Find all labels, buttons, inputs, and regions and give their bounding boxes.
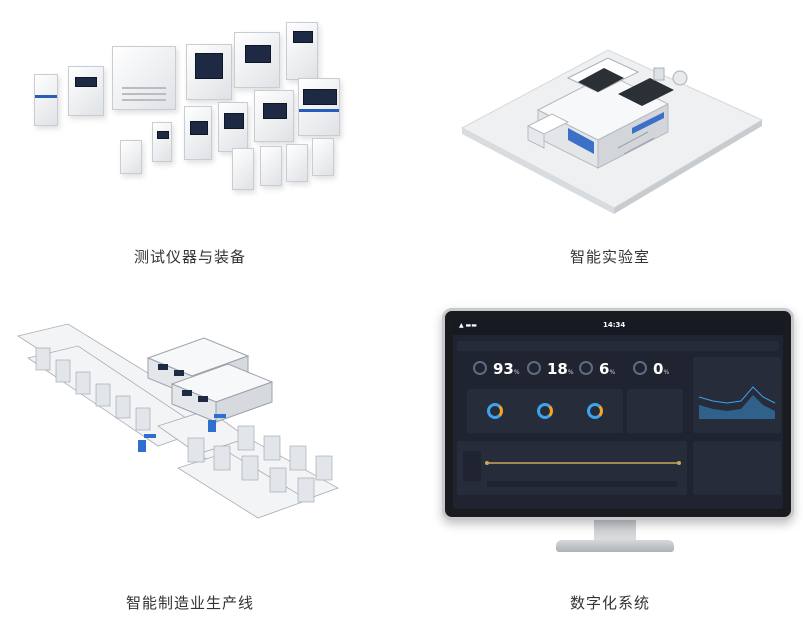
kpi-4: 0%: [633, 359, 683, 379]
kpi-2-value: 18: [547, 360, 568, 378]
dashboard-logo: ▲ ▬▬: [459, 322, 477, 329]
caption-production-line: 智能制造业生产线: [125, 594, 254, 612]
dashboard-clock: 14:34: [603, 321, 626, 329]
monitor-stand-base: [556, 540, 674, 552]
area-chart-panel: [693, 357, 781, 433]
kpi-2-unit: %: [567, 369, 574, 376]
production-line-image: [8, 318, 378, 528]
dashboard-topbar: ▲ ▬▬ 14:34: [453, 319, 783, 335]
empty-panel: [627, 389, 683, 433]
kpi-1-value: 93: [493, 360, 514, 378]
production-line-drawing: [16, 323, 339, 519]
kpi-ring-icon: [633, 361, 647, 375]
timeline-bar: [463, 451, 681, 487]
area-chart: [698, 386, 776, 419]
kpi-ring-icon: [579, 361, 593, 375]
kpi-2: 18%: [527, 359, 577, 379]
kpi-1-unit: %: [513, 369, 520, 376]
kpi-panel: [467, 389, 623, 433]
kpi-ring-icon: [527, 361, 541, 375]
list-panel: [693, 441, 781, 495]
kpi-3-unit: %: [609, 369, 616, 376]
kpi-ring-icon: [473, 361, 487, 375]
donut-chart-1: [487, 403, 503, 419]
kpi-3: 6%: [579, 359, 629, 379]
dashboard-screen: ▲ ▬▬ 14:34 93% 18% 6% 0%: [453, 319, 783, 509]
timeline-panel: [457, 441, 687, 495]
kpi-4-value: 0: [653, 360, 664, 378]
kpi-3-value: 6: [599, 360, 610, 378]
donut-chart-3: [587, 403, 603, 419]
smart-lab-image: [418, 8, 788, 218]
caption-smart-lab: 智能实验室: [569, 248, 650, 266]
kpi-1: 93%: [473, 359, 523, 379]
caption-digital-system: 数字化系统: [569, 594, 650, 612]
dashboard-filter-bar: [457, 341, 779, 351]
instruments-image: [20, 10, 360, 200]
kpi-4-unit: %: [663, 369, 670, 376]
lab-isometric-drawing: [460, 49, 764, 214]
donut-chart-2: [537, 403, 553, 419]
caption-test-instruments: 测试仪器与装备: [133, 248, 246, 266]
monitor: ▲ ▬▬ 14:34 93% 18% 6% 0%: [442, 308, 794, 520]
